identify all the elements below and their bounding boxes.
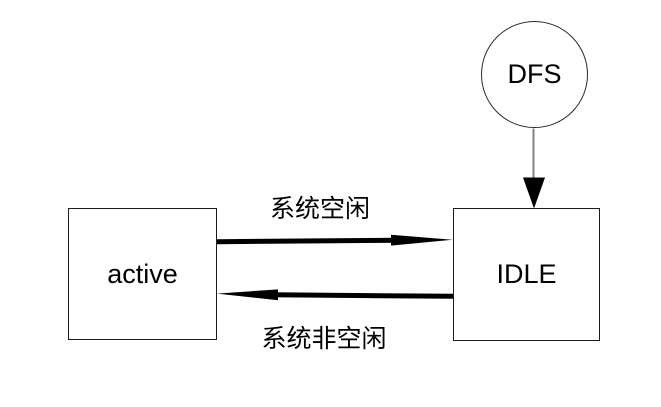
edge-active-to-idle-line (216, 237, 399, 245)
arrowhead-left-icon (217, 289, 278, 301)
edge-idle-to-active (217, 289, 454, 301)
edge-dfs-to-idle (523, 128, 545, 209)
arrowhead-down-icon (523, 177, 545, 209)
edge-label-system-idle: 系统空闲 (269, 195, 371, 223)
node-idle-label: IDLE (496, 259, 557, 289)
node-idle: IDLE (453, 208, 600, 341)
edge-idle-to-active-line (271, 292, 454, 299)
edge-label-system-not-idle: 系统非空闲 (261, 325, 387, 353)
node-active: active (68, 208, 217, 340)
node-dfs-label: DFS (507, 59, 562, 89)
node-dfs: DFS (481, 21, 588, 128)
arrowhead-right-icon (391, 234, 453, 246)
node-active-label: active (107, 258, 178, 289)
edge-active-to-idle (216, 234, 453, 246)
